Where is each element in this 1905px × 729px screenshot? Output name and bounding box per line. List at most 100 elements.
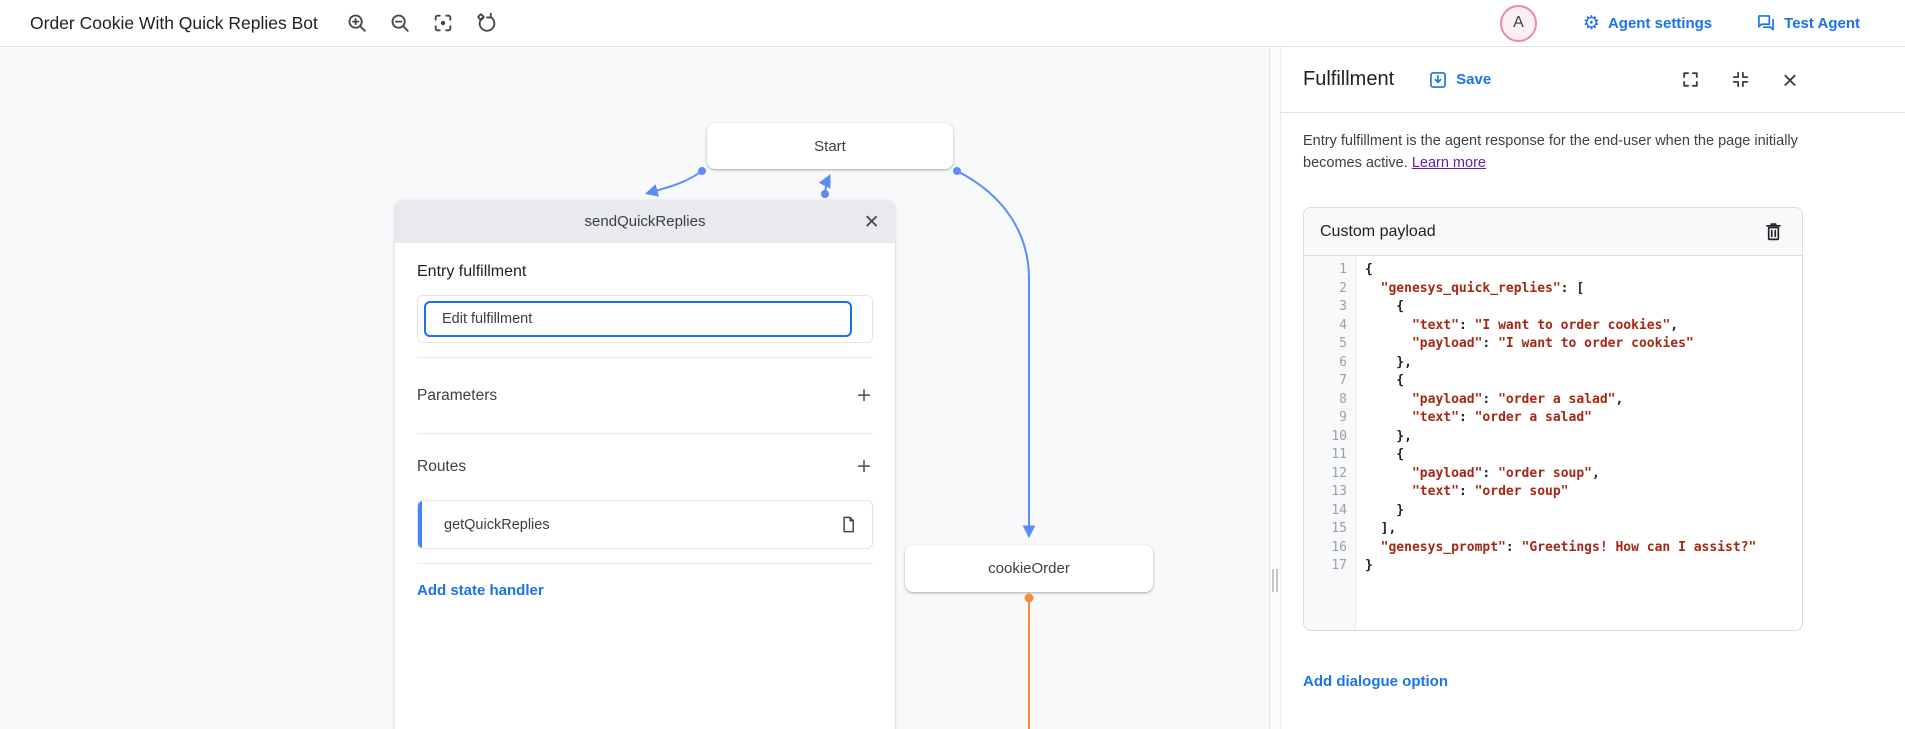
divider (417, 357, 873, 358)
test-agent-label: Test Agent (1784, 14, 1860, 32)
node-start[interactable]: Start (707, 123, 953, 169)
close-panel-button[interactable]: × (1777, 67, 1803, 93)
code-line: }, (1365, 354, 1412, 370)
expand-panel-button[interactable] (1677, 67, 1703, 93)
agent-title: Order Cookie With Quick Replies Bot (30, 12, 318, 33)
code-line: }, (1365, 428, 1412, 444)
add-icon: + (856, 453, 871, 480)
code-line: { (1365, 447, 1405, 462)
top-bar: Order Cookie With Quick Replies Bot (0, 0, 1905, 47)
line-number: 15 (1331, 521, 1347, 536)
route-item-get-quick-replies[interactable]: getQuickReplies (417, 500, 873, 549)
line-number: 17 (1331, 558, 1347, 573)
entry-fulfillment-description: Entry fulfillment is the agent response … (1303, 131, 1803, 174)
add-parameter-button[interactable]: + (855, 381, 873, 409)
reset-zoom-icon (477, 12, 496, 32)
line-number: 4 (1339, 317, 1347, 333)
page-icon (843, 516, 855, 533)
add-route-button[interactable]: + (855, 455, 873, 479)
panel-title: Fulfillment (1303, 68, 1395, 90)
line-number: 13 (1331, 484, 1347, 499)
collapse-panel-button[interactable] (1727, 67, 1753, 93)
line-number: 8 (1339, 391, 1347, 407)
code-line: ], (1365, 521, 1397, 536)
code-line: } (1365, 558, 1373, 573)
line-number: 9 (1339, 410, 1347, 425)
card-body: Entry fulfillment Edit fulfillment Param… (395, 243, 895, 600)
divider (417, 563, 873, 564)
line-number: 16 (1331, 539, 1347, 555)
panel-resize-handle[interactable] (1272, 569, 1278, 592)
route-item-label: getQuickReplies (444, 516, 550, 533)
parameters-row: Parameters + (417, 358, 873, 434)
line-number: 3 (1339, 299, 1347, 314)
save-icon (1430, 71, 1447, 88)
center-focus-icon (434, 14, 452, 32)
reset-zoom-button[interactable] (473, 10, 499, 36)
panel-content: Entry fulfillment is the agent response … (1281, 113, 1803, 691)
code-line: "text": "I want to order cookies", (1411, 317, 1679, 333)
delete-payload-button[interactable] (1760, 219, 1786, 245)
node-cookie-order[interactable]: cookieOrder (905, 545, 1153, 592)
fullscreen-exit-icon (1732, 71, 1748, 88)
code-line: { (1365, 262, 1373, 277)
description-text: Entry fulfillment is the agent response … (1303, 133, 1798, 171)
flow-canvas[interactable]: Start sendQuickReplies × Entry fulfillme… (0, 47, 1269, 729)
code-line: "genesys_prompt": "Greetings! How can I … (1380, 539, 1757, 555)
avatar[interactable]: A (1499, 4, 1537, 42)
panel-divider (1269, 47, 1281, 729)
add-state-handler-link[interactable]: Add state handler (417, 582, 544, 599)
close-icon: × (864, 207, 879, 235)
entry-fulfillment-field: Edit fulfillment (417, 295, 873, 343)
line-number: 7 (1339, 373, 1347, 388)
agent-settings-label: Agent settings (1607, 14, 1713, 32)
learn-more-link[interactable]: Learn more (1411, 154, 1486, 171)
zoom-out-button[interactable] (387, 10, 413, 36)
node-cookie-order-label: cookieOrder (988, 560, 1070, 577)
line-number: 10 (1331, 428, 1347, 444)
add-icon: + (856, 381, 871, 409)
edit-fulfillment-button[interactable]: Edit fulfillment (424, 301, 852, 337)
node-start-label: Start (814, 137, 846, 155)
line-number: 14 (1331, 502, 1347, 518)
line-number: 6 (1339, 354, 1347, 370)
trash-icon (1765, 223, 1781, 241)
test-agent-button[interactable]: Test Agent (1756, 13, 1860, 33)
center-focus-button[interactable] (430, 10, 456, 36)
chat-icon (1758, 15, 1775, 31)
parameters-label: Parameters (417, 386, 498, 404)
custom-payload-title: Custom payload (1320, 222, 1436, 240)
code-line: { (1365, 299, 1405, 314)
canvas-toolbar (344, 10, 499, 36)
gear-icon: ⚙ (1582, 12, 1600, 34)
save-label: Save (1456, 71, 1492, 88)
add-dialogue-option-link[interactable]: Add dialogue option (1303, 673, 1448, 690)
line-number: 5 (1339, 336, 1347, 351)
close-icon: × (1782, 64, 1798, 95)
avatar-letter: A (1513, 14, 1524, 31)
save-button[interactable]: Save (1428, 70, 1491, 90)
card-close-button[interactable]: × (864, 209, 879, 234)
panel-header: Fulfillment Save (1281, 47, 1905, 113)
send-quick-replies-card: sendQuickReplies × Entry fulfillment Edi… (395, 200, 895, 729)
routes-label: Routes (417, 458, 467, 475)
custom-payload-header: Custom payload (1304, 208, 1802, 256)
code-line: "genesys_quick_replies": [ (1380, 280, 1585, 296)
entry-fulfillment-label: Entry fulfillment (417, 263, 527, 280)
line-number: 1 (1339, 262, 1347, 277)
fullscreen-icon (1682, 72, 1698, 87)
code-line: "payload": "order a salad", (1411, 391, 1624, 407)
routes-row: Routes + (417, 434, 873, 500)
agent-settings-button[interactable]: ⚙ Agent settings (1583, 14, 1712, 33)
code-line: "payload": "I want to order cookies" (1411, 336, 1694, 351)
line-number: 11 (1331, 447, 1347, 462)
zoom-in-button[interactable] (344, 10, 370, 36)
payload-code-area[interactable]: { "genesys_quick_replies": [ { "text": "… (1356, 256, 1802, 630)
code-line: } (1365, 502, 1405, 518)
card-title: sendQuickReplies (584, 213, 706, 230)
zoom-out-icon (391, 14, 409, 32)
card-header[interactable]: sendQuickReplies × (395, 200, 895, 243)
